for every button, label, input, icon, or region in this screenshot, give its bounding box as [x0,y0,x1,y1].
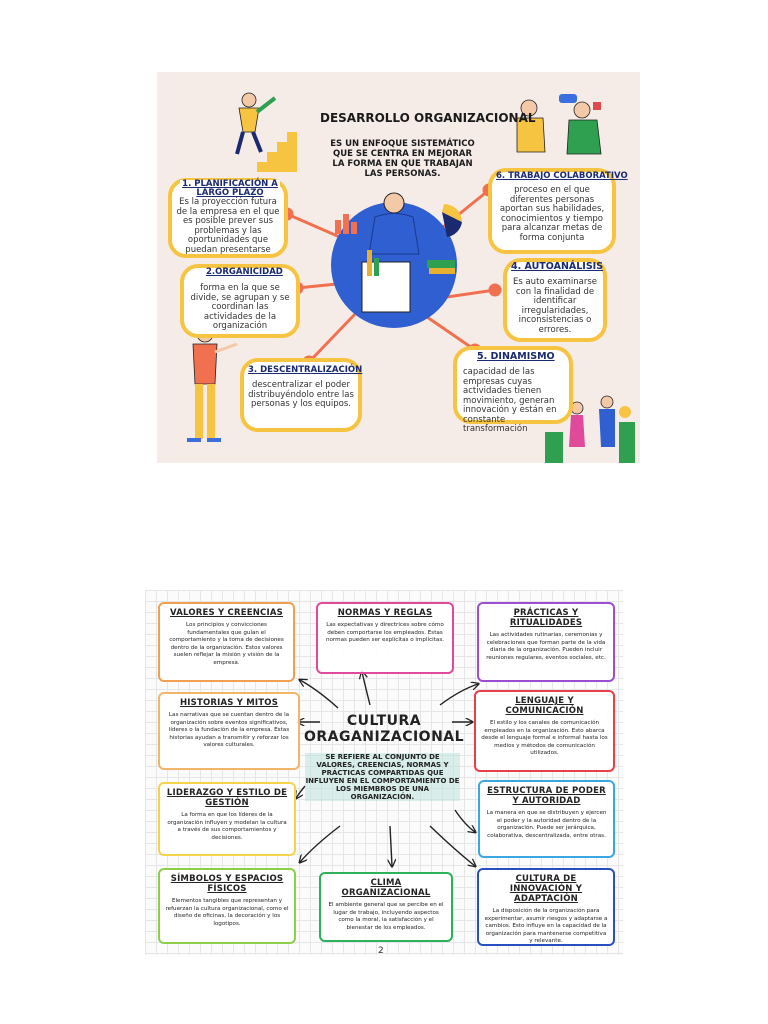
pie-chart-icon [442,212,462,237]
box-heading: HISTORIAS Y MITOS [179,698,279,708]
box-valores-creencias: VALORES Y CREENCIAS Los principios y con… [158,602,295,682]
item-text: forma en la que se divide, se agrupan y … [190,283,290,331]
arrow-to-simbolos [300,825,341,862]
item-card-6: 6. TRABAJO COLABORATIVO proceso en el qu… [488,168,628,254]
box-simbolos-espacios: SÍMBOLOS Y ESPACIOS FÍSICOS Elementos ta… [158,868,296,944]
chat-bubble-icon [559,94,577,103]
chat-square-icon [593,102,601,110]
item-heading: 4. AUTOANÁLISIS [511,261,604,272]
item-heading: 5. DINAMISMO [477,351,555,362]
box-text: La manera en que se distribuyen y ejerce… [486,810,607,839]
collaborator-body-1 [516,117,546,153]
arrow-to-estructura [454,809,475,832]
climbing-person-head [241,92,257,108]
bottom-person-body-1 [569,415,585,447]
box-clima-organizacional: CLIMA ORGANIZACIONAL El ambiente general… [319,872,453,942]
stairs-illustration [247,132,297,172]
box-estructura-poder: ESTRUCTURA DE PODER Y AUTORIDAD La maner… [478,780,615,858]
box-heading: CLIMA ORGANIZACIONAL [341,878,431,898]
box-heading: PRÁCTICAS Y RITUALIDADES [509,608,583,628]
bar-chart-icon-2 [367,250,372,276]
box-heading: ESTRUCTURA DE PODER Y AUTORIDAD [487,786,606,806]
cultura-definition: SE REFIERE AL CONJUNTO DE VALORES, CREEN… [305,753,460,801]
pie-chart-slice [442,204,462,222]
box-heading: VALORES Y CREENCIAS [170,608,283,618]
arrow-to-innovacion [429,825,475,866]
spoke-4 [446,288,496,299]
item-heading: 1. PLANIFICACIÓN A LARGO PLAZO [180,180,280,198]
box-heading: LIDERAZGO Y ESTILO DE GESTIÓN [166,788,288,808]
box-practicas-ritualidades: PRÁCTICAS Y RITUALIDADES Las actividades… [477,602,615,682]
box-text: La disposición de la organización para e… [484,908,608,945]
spoke-3 [307,310,359,364]
bottom-bar-1 [545,432,563,463]
box-heading: NORMAS Y REGLAS [337,608,433,618]
item-text: Es auto examinarse con la finalidad de i… [512,277,598,335]
box-text: El ambiente general que se percibe en el… [328,902,444,931]
box-text: El estilo y los canales de comunicación … [481,720,608,757]
box-text: Las expectativas y directrices sobre cóm… [325,622,445,644]
box-heading: CULTURA DE INNOVACIÓN Y ADAPTACIÓN [509,874,583,904]
item-heading: 3. DESCENTRALIZACIÓN [248,365,363,375]
box-text: Los principios y convicciones fundamenta… [169,622,284,666]
item-card-1: 1. PLANIFICACIÓN A LARGO PLAZO Es la pro… [168,178,288,258]
arrow-to-clima [390,825,392,866]
central-person-body [368,213,420,255]
box-normas-reglas: NORMAS Y REGLAS Las expectativas y direc… [316,602,454,674]
cultura-title: CULTURA ORAGANIZACIONAL [303,713,465,745]
box-lenguaje-comunicacion: LENGUAJE Y COMUNICACIÓN El estilo y los … [474,690,615,772]
box-heading: LENGUAJE Y COMUNICACIÓN [505,696,584,716]
collaborator-head-1 [520,99,538,117]
box-liderazgo-gestion: LIDERAZGO Y ESTILO DE GESTIÓN La forma e… [158,782,296,856]
arrow-to-valores [300,680,339,709]
collaborator-body-2 [566,119,602,155]
spoke-dot-4 [488,283,502,297]
item-text: proceso en el que diferentes personas ap… [499,185,605,243]
item-heading: 2.ORGANICIDAD [206,267,283,277]
infographic-intro: ES UN ENFOQUE SISTEMÁTICO QUE SE CENTRA … [330,139,475,179]
box-text: Las narrativas que se cuentan dentro de … [168,712,290,749]
bar-chart-icon [335,220,341,234]
item-text: descentralizar el poder distribuyéndolo … [248,380,354,409]
box-cultura-innovacion: CULTURA DE INNOVACIÓN Y ADAPTACIÓN La di… [477,868,615,946]
collaborator-head-2 [573,101,591,119]
spoke-5 [426,315,476,352]
bottom-person-head-2 [600,395,614,409]
arrow-to-liderazgo [296,785,306,798]
books-icon-2 [429,268,455,274]
item-card-2: 2.ORGANICIDAD forma en la que se divide,… [180,264,300,338]
item-card-4: 4. AUTOANÁLISIS Es auto examinarse con l… [503,258,607,342]
box-text: Elementos tangibles que representan y re… [165,898,289,927]
item-text: Es la proyección futura de la empresa en… [176,197,280,255]
infographic-title: DESARROLLO ORGANIZACIONAL [320,111,536,125]
item-card-3: 3. DESCENTRALIZACIÓN descentralizar el p… [240,358,362,432]
arrow-to-practicas [439,684,478,706]
bottom-person-body-2 [599,409,615,447]
bottom-bar-2 [619,422,635,463]
box-historias-mitos: HISTORIAS Y MITOS Las narrativas que se … [158,692,300,770]
page-number: 2 [378,946,384,956]
box-text: La forma en que los líderes de la organi… [167,812,287,841]
pencil-icon [255,96,277,114]
item-card-5: 5. DINAMISMO capacidad de las empresas c… [453,346,573,434]
box-text: Las actividades rutinarias, ceremonias y… [486,632,606,661]
item-heading: 6. TRABAJO COLABORATIVO [496,171,628,181]
box-heading: SÍMBOLOS Y ESPACIOS FÍSICOS [170,874,284,894]
bottom-circle-decor [619,406,631,418]
item-text: capacidad de las empresas cuyas activida… [463,367,557,434]
arrow-to-normas [362,672,371,706]
books-icon [427,260,455,268]
